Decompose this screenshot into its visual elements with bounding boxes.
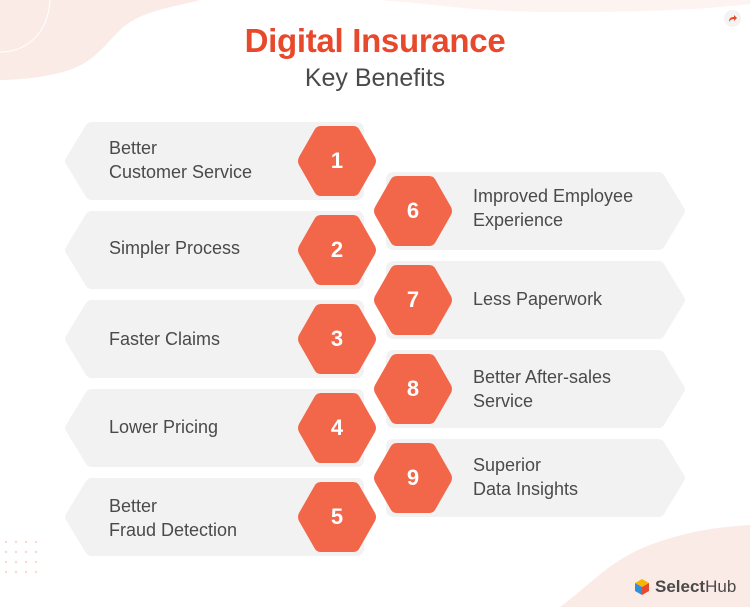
selecthub-cube-icon (635, 579, 649, 595)
benefit-label: Less Paperwork (473, 289, 603, 309)
hexagon-shape (298, 304, 376, 374)
hexagon-number: 9 (406, 465, 420, 490)
card-shape (386, 261, 685, 339)
hexagon-shape (374, 443, 452, 513)
benefit-card-8: Better After-sales Service (386, 350, 686, 428)
share-arrow-icon (729, 15, 737, 22)
hexagon-number: 7 (406, 287, 420, 312)
benefit-card-3: Faster Claims (64, 300, 364, 378)
card-shape (386, 439, 685, 517)
card-shape (65, 211, 364, 289)
hexagon-shape (374, 354, 452, 424)
benefit-card-7: Less Paperwork (386, 261, 686, 339)
hexagon-shape (298, 215, 376, 285)
benefit-label: Faster Claims (109, 329, 221, 349)
number-hexagon-5: 5 (297, 481, 377, 553)
number-hexagon-7: 7 (373, 264, 453, 336)
hexagon-shape (374, 176, 452, 246)
logo-text: SelectHub (655, 577, 737, 596)
hexagon-number: 2 (330, 237, 344, 262)
top-left-decorative-blob (0, 0, 750, 80)
hexagon-number: 3 (330, 326, 344, 351)
card-shape (65, 478, 364, 556)
benefit-card-1: Better Customer Service (64, 122, 364, 200)
benefit-card-2: Simpler Process (64, 211, 364, 289)
number-hexagon-4: 4 (297, 392, 377, 464)
number-hexagon-1: 1 (297, 125, 377, 197)
benefit-label: Superior Data Insights (473, 455, 579, 499)
benefit-label: Improved Employee Experience (473, 186, 634, 230)
card-shape (65, 389, 364, 467)
number-hexagon-6: 6 (373, 175, 453, 247)
benefit-label: Better After-sales Service (473, 367, 612, 411)
number-hexagon-2: 2 (297, 214, 377, 286)
number-hexagon-3: 3 (297, 303, 377, 375)
hexagon-shape (298, 126, 376, 196)
benefit-label: Better Customer Service (109, 138, 253, 182)
number-hexagon-9: 9 (373, 442, 453, 514)
selecthub-logo: SelectHub (633, 577, 736, 597)
share-button[interactable] (724, 10, 741, 27)
bottom-right-decorative-blob (560, 525, 750, 607)
benefit-label: Simpler Process (109, 238, 241, 258)
benefit-label: Better Fraud Detection (109, 496, 238, 540)
card-shape (65, 300, 364, 378)
benefit-card-9: Superior Data Insights (386, 439, 686, 517)
hexagon-shape (298, 393, 376, 463)
card-shape (386, 172, 685, 250)
benefit-label: Lower Pricing (109, 417, 219, 437)
hexagon-shape (298, 482, 376, 552)
hexagon-number: 8 (406, 376, 420, 401)
page-subtitle: Key Benefits (304, 64, 446, 92)
benefit-card-5: Better Fraud Detection (64, 478, 364, 556)
hexagon-number: 6 (406, 198, 420, 223)
hexagon-number: 1 (330, 148, 344, 173)
hexagon-number: 4 (330, 415, 344, 440)
dot-grid-decoration (4, 540, 38, 574)
hexagon-number: 5 (330, 504, 344, 529)
benefit-card-6: Improved Employee Experience (386, 172, 686, 250)
page-title: Digital Insurance (244, 22, 506, 59)
card-shape (65, 122, 364, 200)
number-hexagon-8: 8 (373, 353, 453, 425)
hexagon-shape (374, 265, 452, 335)
card-shape (386, 350, 685, 428)
benefit-card-4: Lower Pricing (64, 389, 364, 467)
